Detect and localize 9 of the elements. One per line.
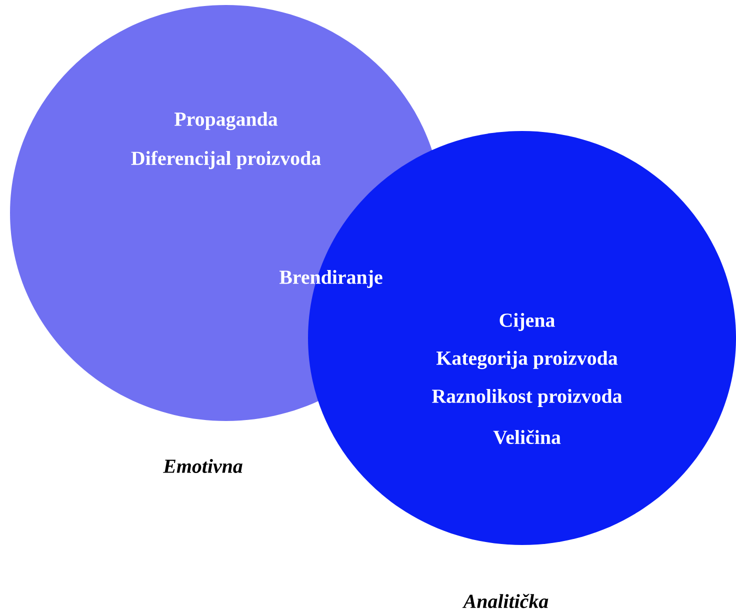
circle-caption: Analitička <box>462 594 548 608</box>
node-text: Veličina <box>493 430 561 444</box>
node-text: Kategorija proizvoda <box>436 350 618 370</box>
overlap-label: Brendiranje <box>280 270 382 288</box>
node-text: Cijena <box>500 312 555 331</box>
node-text: Raznolikost proizvoda <box>432 388 622 407</box>
node-text: Propaganda <box>174 112 278 130</box>
circle-caption: Emotivna <box>163 458 242 473</box>
node-text: Diferencijal proizvoda <box>131 150 321 170</box>
